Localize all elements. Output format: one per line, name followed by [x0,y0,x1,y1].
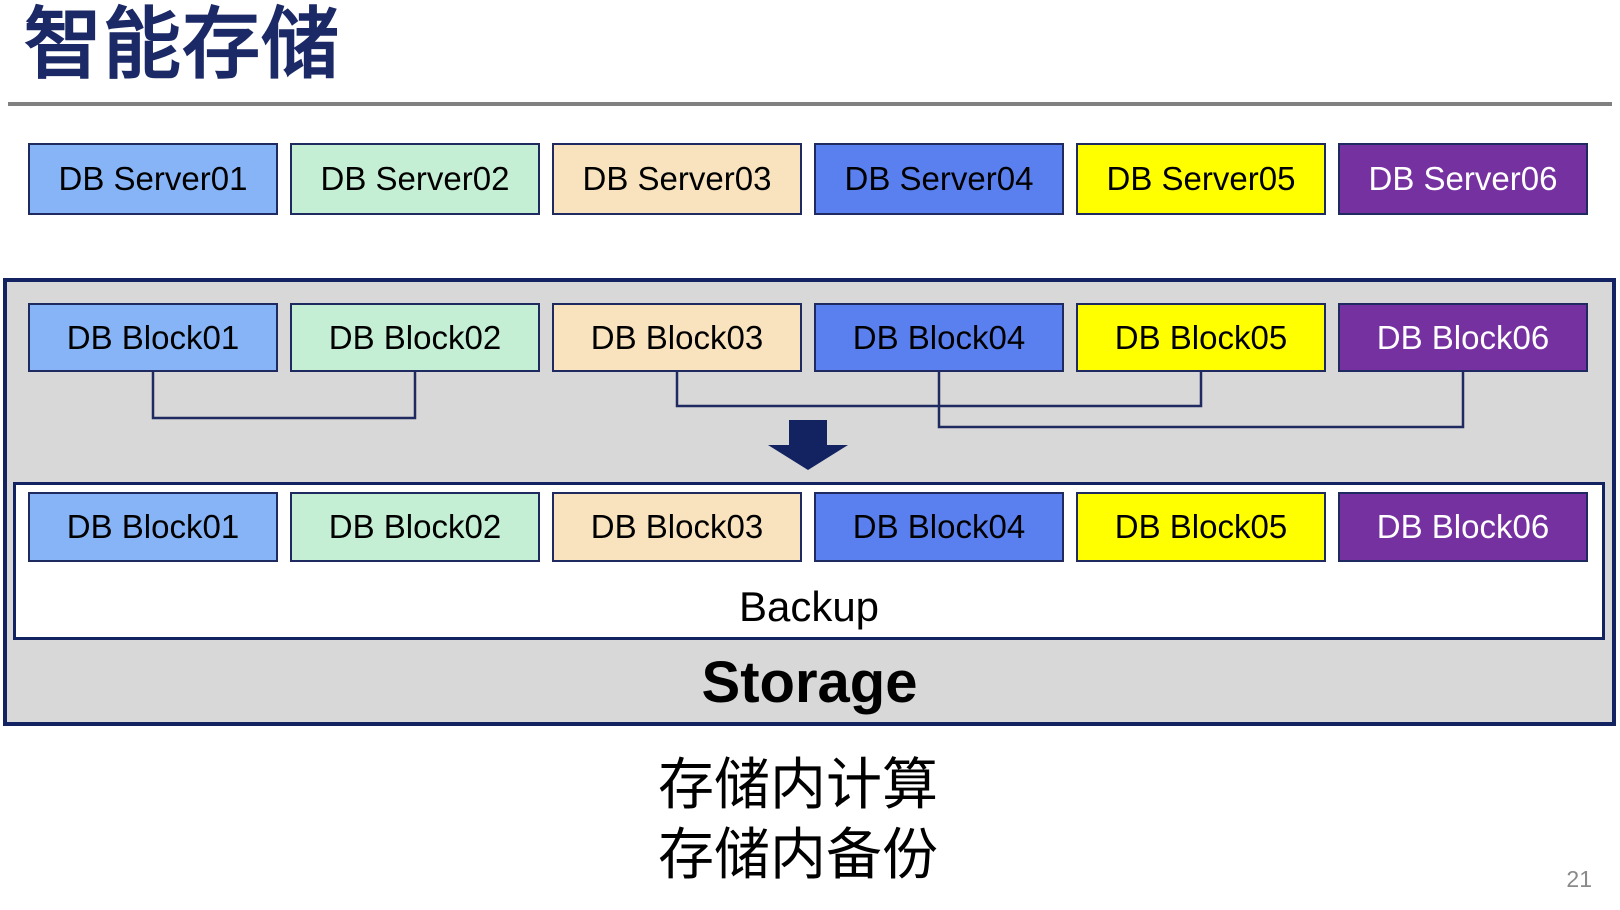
caption-line-compute: 存储内计算 [658,753,938,816]
storage-label: Storage [701,649,918,715]
title-divider [8,102,1612,106]
db-block-box: DB Block04 [814,303,1064,372]
db-server-box: DB Server04 [814,143,1064,215]
page-title: 智能存储 [24,0,341,88]
db-block-box: DB Block06 [1338,303,1588,372]
backup-container: DB Block01 DB Block02 DB Block03 DB Bloc… [13,482,1605,640]
db-server-box: DB Server05 [1076,143,1326,215]
db-server-box: DB Server06 [1338,143,1588,215]
connector-block01-block02 [151,372,417,420]
db-block-box: DB Block05 [1076,492,1326,562]
db-block-box: DB Block01 [28,303,278,372]
db-server-box: DB Server01 [28,143,278,215]
page-number: 21 [1566,866,1592,892]
caption-line-backup: 存储内备份 [658,823,938,886]
db-block-box: DB Block03 [552,303,802,372]
db-block-box: DB Block03 [552,492,802,562]
backup-label: Backup [738,583,880,630]
db-block-box: DB Block01 [28,492,278,562]
down-arrow-icon [768,420,848,470]
connector-block03-block05 [675,372,1203,408]
storage-container: DB Block01 DB Block02 DB Block03 DB Bloc… [3,278,1616,726]
db-server-box: DB Server03 [552,143,802,215]
db-server-box: DB Server02 [290,143,540,215]
db-block-box: DB Block02 [290,492,540,562]
db-block-box: DB Block04 [814,492,1064,562]
db-block-box: DB Block02 [290,303,540,372]
caption: 存储内计算 存储内备份 [658,750,938,890]
db-block-box: DB Block05 [1076,303,1326,372]
connector-block04-block06 [937,372,1465,429]
db-block-box: DB Block06 [1338,492,1588,562]
